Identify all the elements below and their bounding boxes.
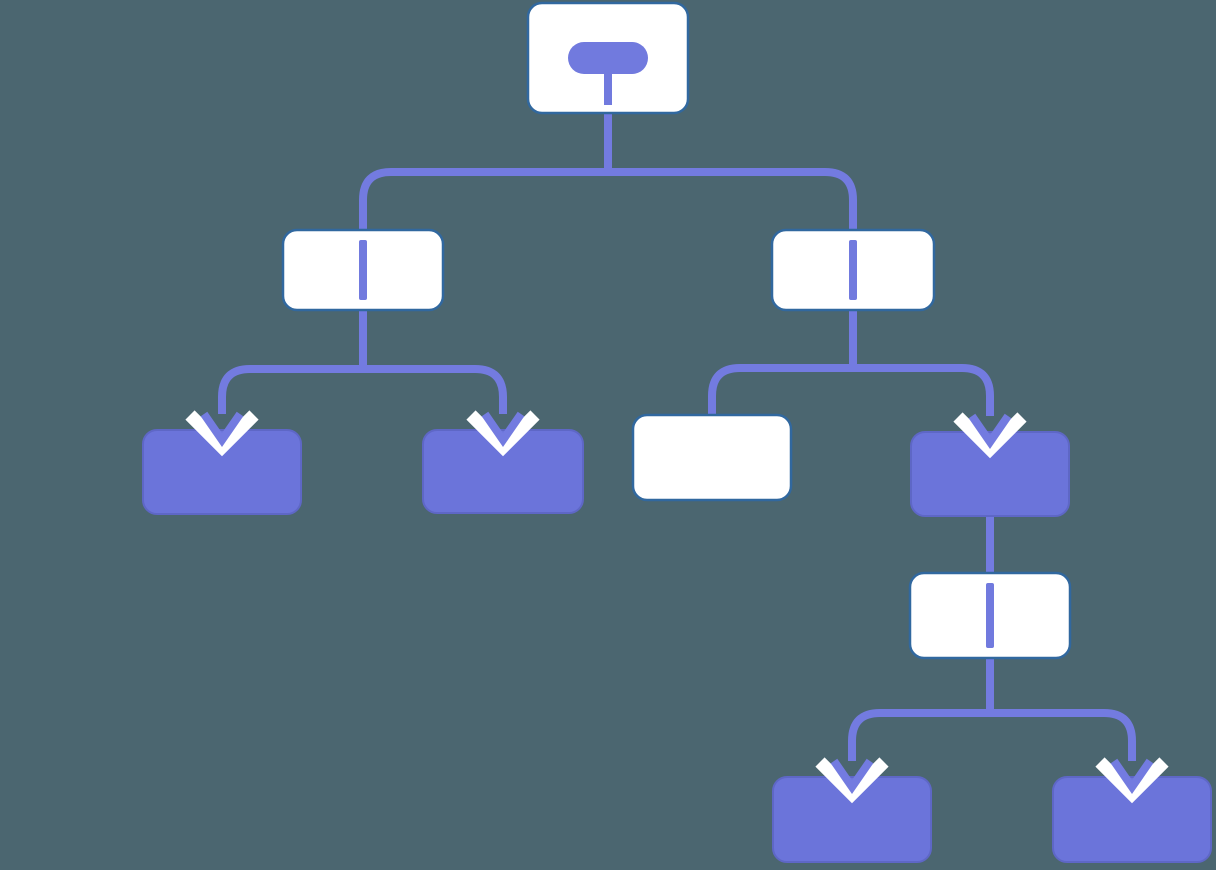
tree-node-branch-right[interactable]	[770, 228, 936, 312]
arrow-head-icon	[1110, 758, 1154, 795]
tree-node-node-collapsed[interactable]	[910, 431, 1070, 517]
arrow-head-icon	[968, 413, 1012, 450]
tree-node-branch-lower[interactable]	[908, 571, 1072, 660]
node-box-purple	[142, 429, 302, 515]
tree-node-root[interactable]	[526, 1, 690, 115]
connector-branch-lower-to-leaf-4	[986, 657, 1136, 761]
connector-branch-right-to-node-plain	[708, 309, 857, 419]
connector-branch-right-to-node-collapsed	[849, 309, 994, 416]
node-box-purple	[772, 776, 932, 863]
node-box-purple	[422, 429, 584, 514]
tree-node-leaf-3[interactable]	[772, 776, 932, 863]
arrow-head-icon	[481, 411, 525, 448]
node-box-purple	[910, 431, 1070, 517]
root-pill-icon	[568, 42, 648, 74]
connector-branch-left-to-leaf-2	[359, 309, 507, 414]
node-box-purple	[1052, 776, 1212, 863]
connector-branch-lower-to-leaf-3	[848, 657, 994, 761]
collapsed-branch-bar-icon	[986, 583, 994, 648]
tree-node-leaf-2[interactable]	[422, 429, 584, 514]
arrow-head-icon	[200, 411, 244, 448]
tree-node-branch-left[interactable]	[281, 228, 445, 312]
tree-node-leaf-1[interactable]	[142, 429, 302, 515]
collapsed-branch-bar-icon	[849, 240, 857, 300]
connector-root-to-branch-left	[359, 112, 612, 234]
connector-branch-left-to-leaf-1	[218, 309, 367, 414]
connector-root-to-branch-right	[604, 112, 857, 234]
root-pill-stem-icon	[604, 74, 612, 105]
tree-node-node-plain[interactable]	[631, 413, 793, 502]
node-box-white	[631, 413, 793, 502]
tree-node-leaf-4[interactable]	[1052, 776, 1212, 863]
arrow-head-icon	[830, 758, 874, 795]
collapsed-branch-bar-icon	[359, 240, 367, 300]
